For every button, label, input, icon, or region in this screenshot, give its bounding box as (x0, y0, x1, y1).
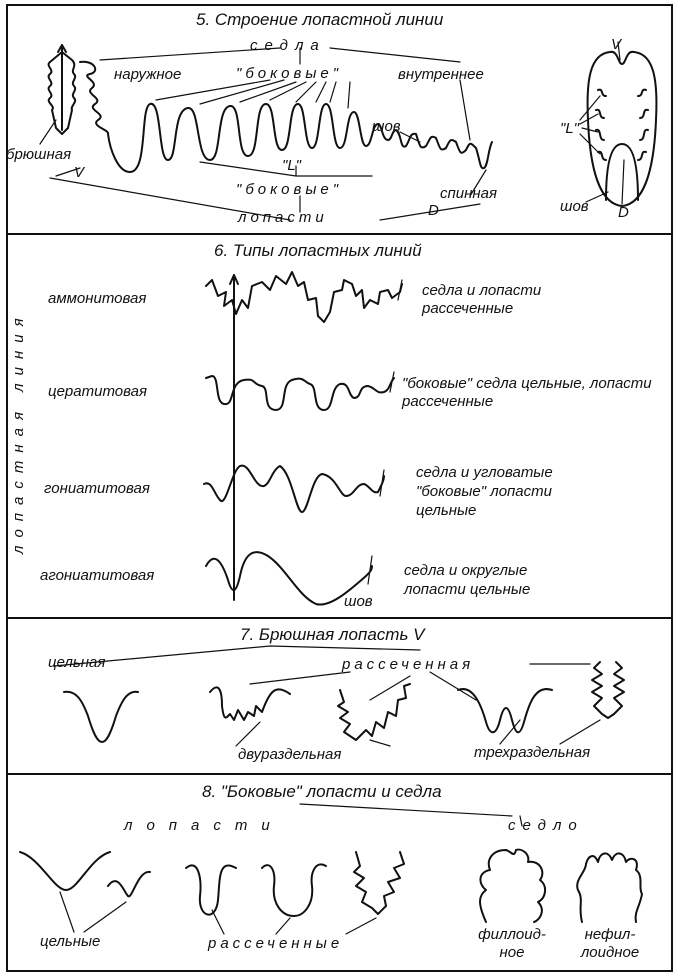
leader-lines (39, 47, 487, 221)
dissected-lobe-2 (261, 863, 327, 917)
phylloid-saddle (479, 848, 546, 923)
label-lobes: лопасти (124, 817, 284, 834)
label-outer: наружное (114, 66, 182, 83)
entire-lobe (63, 690, 139, 743)
label-dissected-8: рассеченные (208, 935, 344, 952)
divider-6-7 (6, 617, 673, 619)
dissected-lobe-1 (185, 864, 237, 916)
divider-5-6 (6, 233, 673, 235)
label-saddle: седло (508, 817, 584, 834)
dissected-lobe-3 (353, 851, 405, 915)
tripartite-dissected-lobe (591, 661, 625, 719)
bipartite-simple-lobe (209, 686, 291, 721)
section-8-title: 8. "Боковые" лопасти и седла (202, 782, 442, 801)
goniatitic-line (203, 464, 385, 513)
label-tripartite: трехраздельная (474, 744, 591, 761)
section-7-title: 7. Брюшная лопасть V (240, 625, 425, 644)
label-v: V (74, 164, 85, 181)
section-5-title: 5. Строение лопастной линии (196, 10, 444, 29)
label-dorsal: спинная (440, 185, 497, 202)
side-label-v: V (611, 36, 622, 53)
shell-sutures (595, 88, 649, 161)
bipartite-dissected-lobe (337, 683, 411, 741)
label-phylloid: филлоид-ное (478, 926, 546, 961)
section-6-title: 6. Типы лопастных линий (214, 241, 422, 260)
label-nonphylloid: нефил-лоидное (580, 926, 640, 961)
label-entire: цельная (48, 654, 106, 671)
type-desc-0: седла и лопасти рассеченные (422, 282, 542, 317)
suture-line (79, 60, 493, 173)
suture-label: шов (344, 593, 373, 610)
label-ventral: брюшная (6, 146, 72, 163)
label-inner: внутреннее (398, 66, 484, 83)
divider-7-8 (6, 773, 673, 775)
agoniatitic-line (205, 551, 373, 606)
side-leader-lines (579, 41, 625, 205)
label-suture: шов (372, 118, 401, 135)
figure-frame (6, 4, 673, 972)
type-desc-3: седла и округлые лопасти цельные (404, 562, 531, 598)
label-lobes: лопасти (238, 209, 328, 226)
label-d: D (428, 202, 439, 219)
side-label-suture: шов (560, 198, 589, 215)
entire-lobe-wide (19, 851, 111, 891)
section-7-leaders (53, 645, 601, 747)
type-desc-2: седла и угловатые "боковые" лопасти цель… (416, 464, 553, 519)
nonphylloid-saddle (576, 852, 643, 923)
tripartite-simple-lobe (457, 688, 553, 734)
ceratitic-line (205, 375, 395, 411)
type-name-2: гониатитовая (44, 480, 150, 497)
shell-dorsal-lobe (605, 143, 639, 201)
side-label-d: D (618, 204, 629, 221)
label-dissected: рассеченная (342, 656, 475, 673)
type-name-1: цератитовая (48, 383, 147, 400)
type-name-0: аммонитовая (48, 290, 147, 307)
type-name-3: агониатитовая (40, 567, 155, 584)
ammonitic-line (205, 271, 403, 323)
label-entire-8: цельные (40, 933, 101, 950)
side-label-l: "L" (560, 120, 579, 137)
entire-lobe-narrow (107, 871, 151, 898)
section-8-leaders (59, 803, 523, 935)
label-lateral-lobes: "боковые" (236, 181, 343, 198)
label-bipartite: двураздельная (238, 746, 342, 763)
type-desc-1: "боковые" седла цельные, лопасти рассече… (402, 375, 652, 410)
label-lateral-saddles: "боковые" (236, 65, 343, 82)
ventral-lobe (47, 51, 77, 135)
